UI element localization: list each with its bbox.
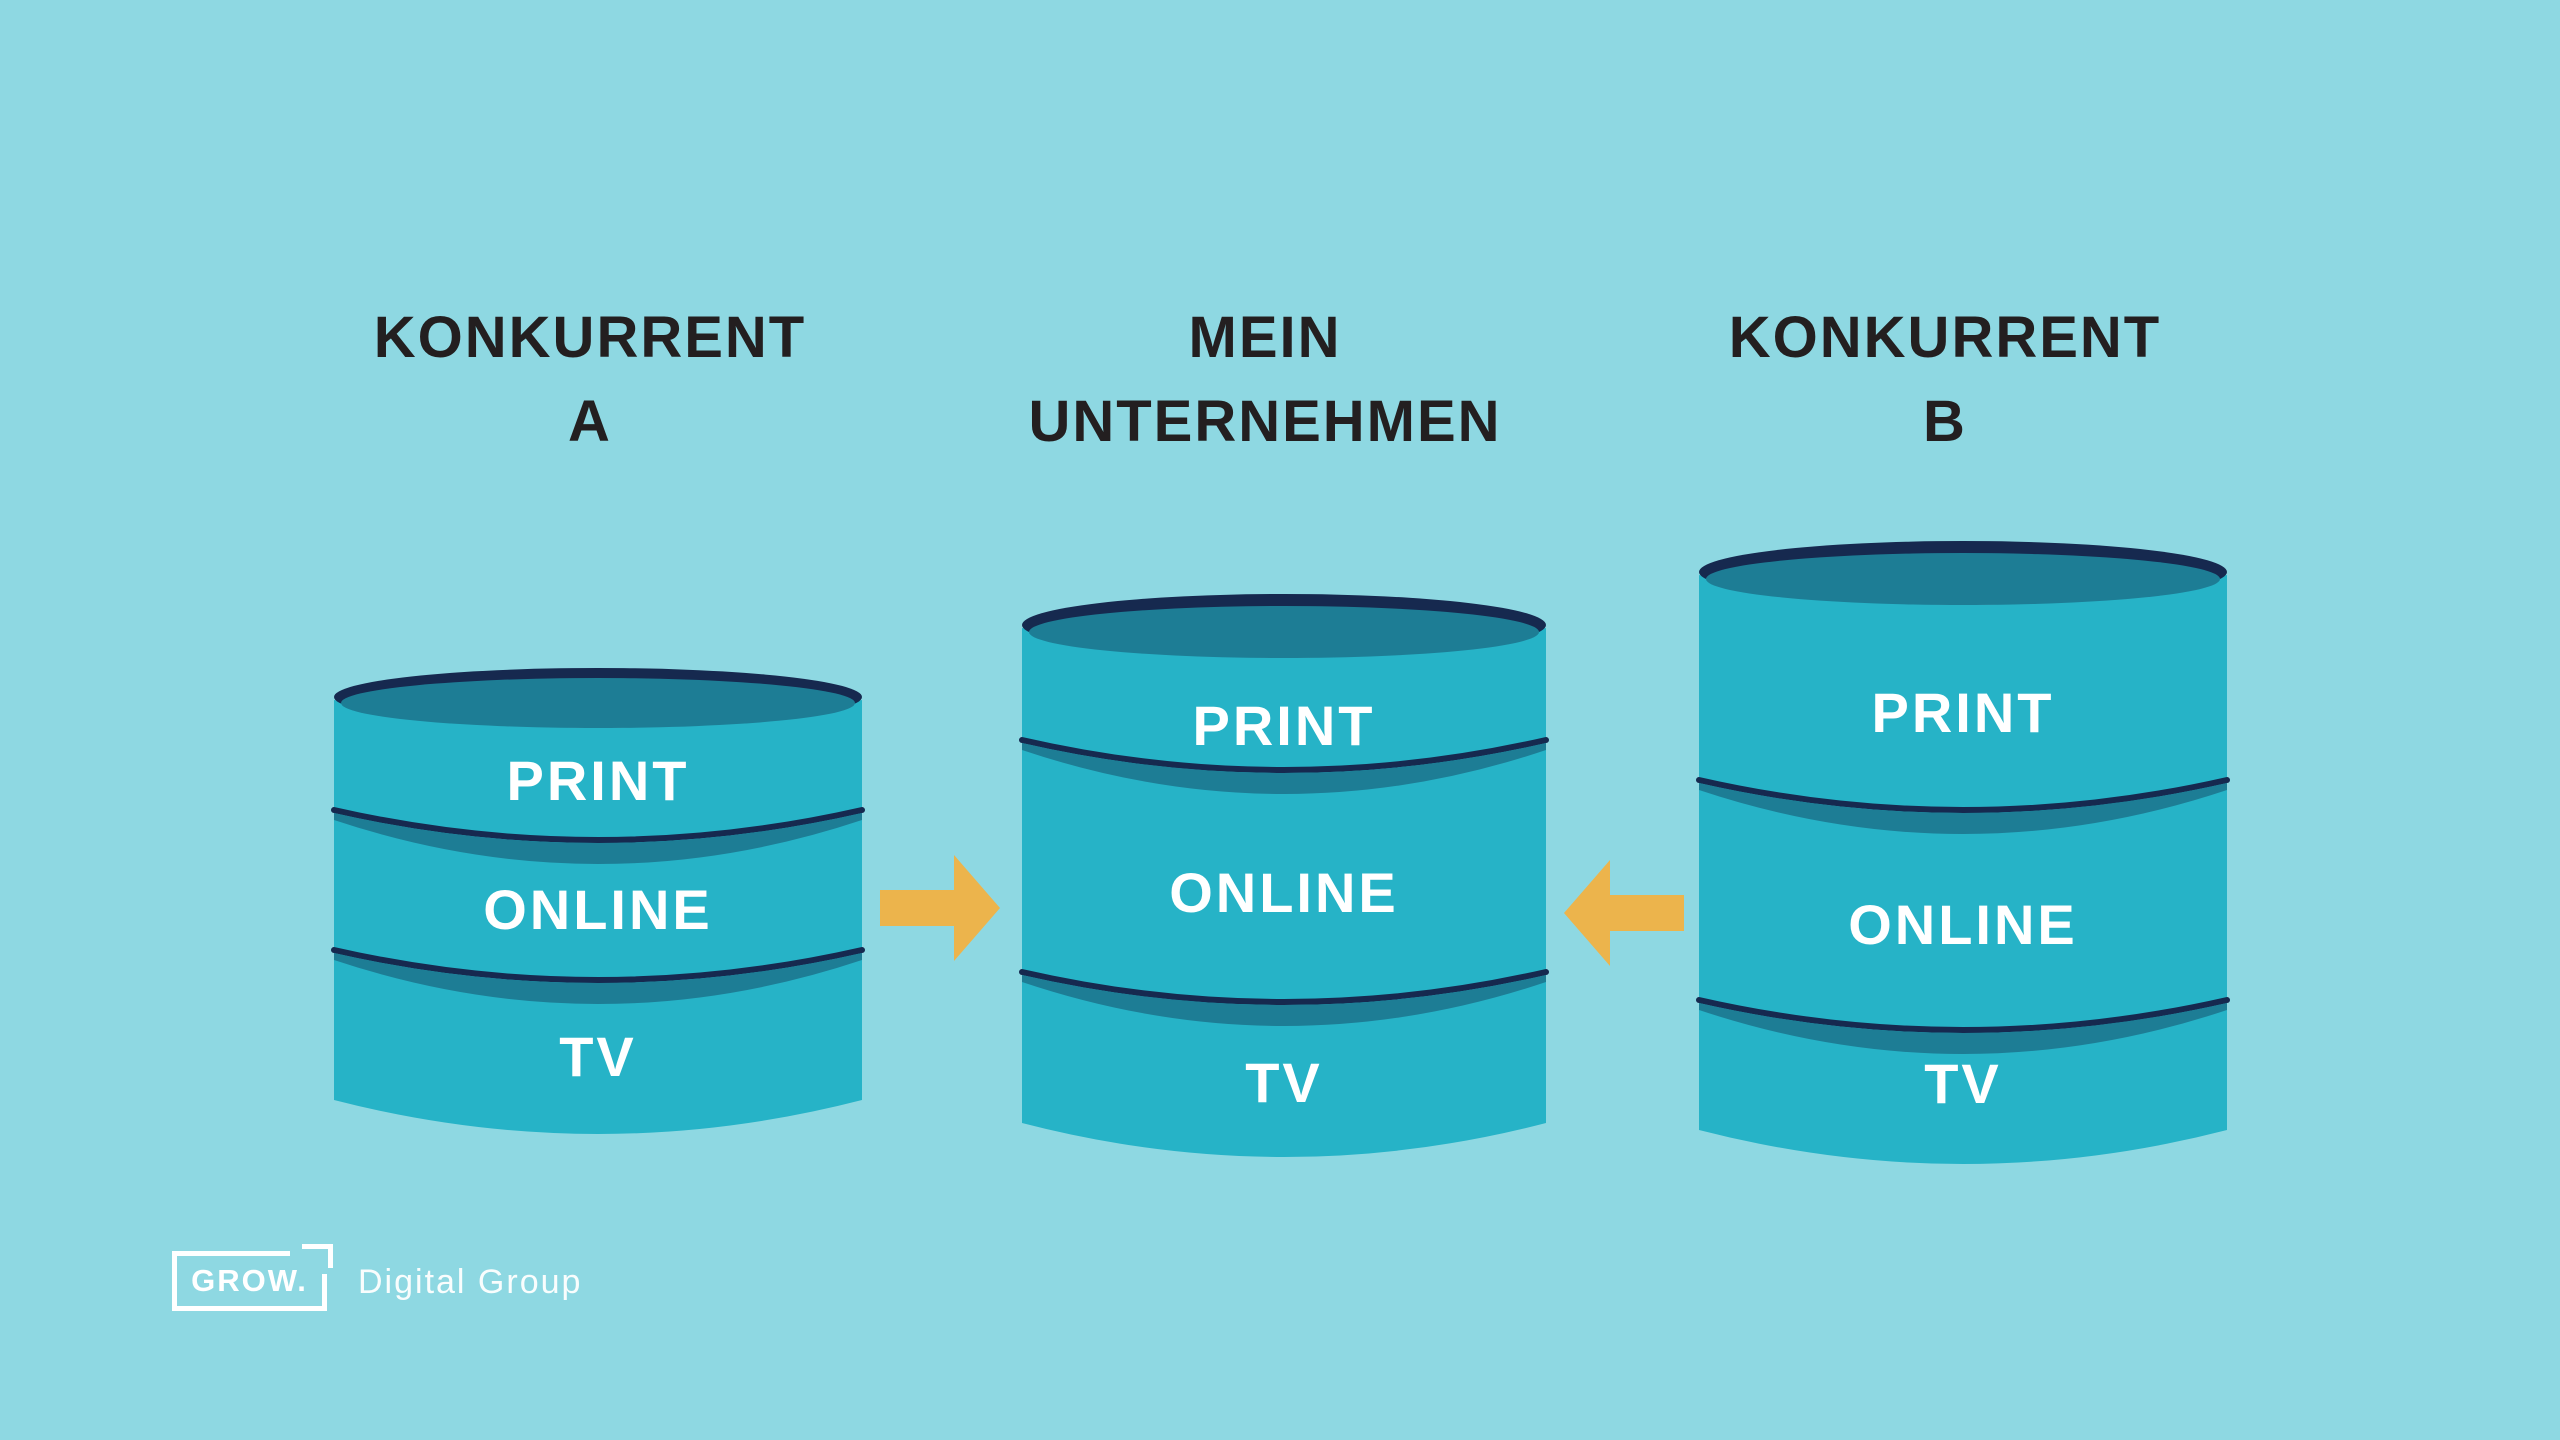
segment-label-print: PRINT [1193, 694, 1376, 757]
segment-shadow [1022, 743, 1546, 794]
segment-shadow [334, 953, 862, 1004]
title-mein-unternehmen: MEIN UNTERNEHMEN [915, 296, 1615, 464]
segment-label-online: ONLINE [483, 878, 713, 941]
logo-frame-bar [172, 1306, 327, 1311]
segment-shadow [1699, 1003, 2227, 1054]
segment-label-tv: TV [1245, 1051, 1323, 1114]
cylinder-top-face [341, 678, 855, 728]
segment-label-tv: TV [559, 1025, 637, 1088]
title-konkurrent-b: KONKURRENT B [1595, 296, 2295, 464]
arrow-right-icon [880, 855, 1000, 961]
grow-logo-frame [172, 1244, 333, 1311]
logo-frame-bar [322, 1274, 327, 1311]
arrow-left-icon [1564, 860, 1684, 966]
cylinder-top-face [1029, 606, 1539, 658]
logo-tagline: Digital Group [358, 1263, 583, 1301]
title-line: KONKURRENT [1728, 305, 2162, 370]
stack-mein-unternehmen: PRINT ONLINE TV [1019, 594, 1549, 1157]
cylinder-top-face [1706, 553, 2220, 605]
title-line: MEIN [1188, 305, 1342, 370]
segment-label-print: PRINT [1872, 681, 2055, 744]
title-konkurrent-a: KONKURRENT A [240, 296, 940, 464]
segment-divider [1696, 777, 2230, 813]
segment-divider [1019, 737, 1549, 773]
title-line: KONKURRENT [373, 305, 807, 370]
title-line: B [1923, 389, 1967, 454]
segment-divider [1696, 997, 2230, 1033]
segment-shadow [334, 813, 862, 864]
title-line: UNTERNEHMEN [1028, 389, 1502, 454]
cylinder-side [334, 700, 862, 1134]
logo-frame-bar [172, 1251, 290, 1256]
segment-divider [331, 947, 865, 983]
grow-logo: GROW. Digital Group [172, 1244, 592, 1316]
segment-label-tv: TV [1924, 1052, 2002, 1115]
title-line: A [568, 389, 612, 454]
cylinder-side [1699, 575, 2227, 1164]
segment-divider [331, 807, 865, 843]
logo-frame-bar [172, 1251, 177, 1311]
segment-label-online: ONLINE [1848, 893, 2078, 956]
segment-shadow [1699, 783, 2227, 834]
segment-shadow [1022, 975, 1546, 1026]
stack-konkurrent-b: PRINT ONLINE TV [1696, 541, 2230, 1164]
segment-label-online: ONLINE [1169, 861, 1399, 924]
logo-frame-corner [328, 1244, 333, 1268]
stack-konkurrent-a: PRINT ONLINE TV [331, 668, 865, 1134]
logo-wordmark: GROW. [191, 1263, 308, 1298]
logo-frame-corner [302, 1244, 333, 1249]
segment-divider [1019, 969, 1549, 1005]
segment-label-print: PRINT [507, 749, 690, 812]
